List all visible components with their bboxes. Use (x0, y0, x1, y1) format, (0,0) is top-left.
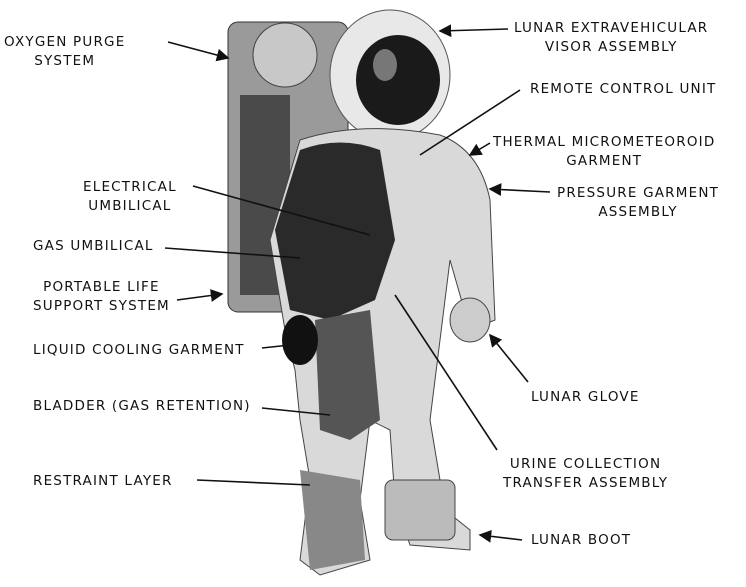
leader-urine (394, 294, 498, 451)
leader-gas-umbilical (164, 247, 301, 259)
leader-remote-control (419, 89, 521, 156)
label-lunar-glove: LUNAR GLOVE (531, 389, 640, 405)
leader-boot (478, 529, 523, 543)
leader-bladder (261, 407, 331, 416)
suit-body (269, 128, 496, 576)
label-remote-control-unit: REMOTE CONTROL UNIT (530, 81, 717, 97)
label-line: UMBILICAL (88, 198, 172, 214)
label-line: ELECTRICAL (83, 179, 177, 195)
leader-liquid-cooling (261, 344, 291, 349)
label-line: PRESSURE GARMENT (557, 185, 720, 201)
label-line: THERMAL MICROMETEOROID (493, 134, 716, 150)
label-liquid-cooling-garment: LIQUID COOLING GARMENT (33, 342, 245, 358)
leader-oxygen-purge (167, 41, 230, 62)
label-line: LUNAR EXTRAVEHICULAR (514, 20, 709, 36)
leader-electrical (192, 185, 371, 236)
label-line: VISOR ASSEMBLY (544, 39, 678, 55)
label-line: OXYGEN PURGE (4, 34, 126, 50)
label-thermal-micrometeoroid-garment: THERMAL MICROMETEOROID GARMENT (493, 133, 715, 171)
leader-pressure (488, 183, 551, 196)
leader-restraint (196, 479, 311, 486)
label-pressure-garment-assembly: PRESSURE GARMENT ASSEMBLY (557, 184, 719, 222)
label-line: TRANSFER ASSEMBLY (503, 475, 669, 491)
label-gas-umbilical: GAS UMBILICAL (33, 238, 154, 254)
label-line: GARMENT (566, 153, 643, 169)
label-oxygen-purge-system: OXYGEN PURGE SYSTEM (4, 33, 125, 71)
label-urine-collection-transfer-assembly: URINE COLLECTION TRANSFER ASSEMBLY (503, 455, 668, 493)
label-electrical-umbilical: ELECTRICAL UMBILICAL (83, 178, 177, 216)
label-lunar-boot: LUNAR BOOT (531, 532, 632, 548)
label-line: SUPPORT SYSTEM (33, 298, 170, 314)
helmet (329, 9, 451, 141)
label-line: PORTABLE LIFE (43, 279, 160, 295)
label-line: URINE COLLECTION (509, 456, 662, 472)
leader-glove (488, 333, 529, 383)
label-restraint-layer: RESTRAINT LAYER (33, 473, 173, 489)
leader-thermal (468, 142, 491, 156)
label-portable-life-support-system: PORTABLE LIFE SUPPORT SYSTEM (33, 278, 170, 316)
leader-visor (438, 24, 509, 38)
label-line: ASSEMBLY (598, 204, 678, 220)
label-line: SYSTEM (34, 53, 96, 69)
label-visor-assembly: LUNAR EXTRAVEHICULAR VISOR ASSEMBLY (514, 19, 708, 57)
leader-plss (176, 289, 224, 302)
label-bladder: BLADDER (GAS RETENTION) (33, 398, 251, 414)
